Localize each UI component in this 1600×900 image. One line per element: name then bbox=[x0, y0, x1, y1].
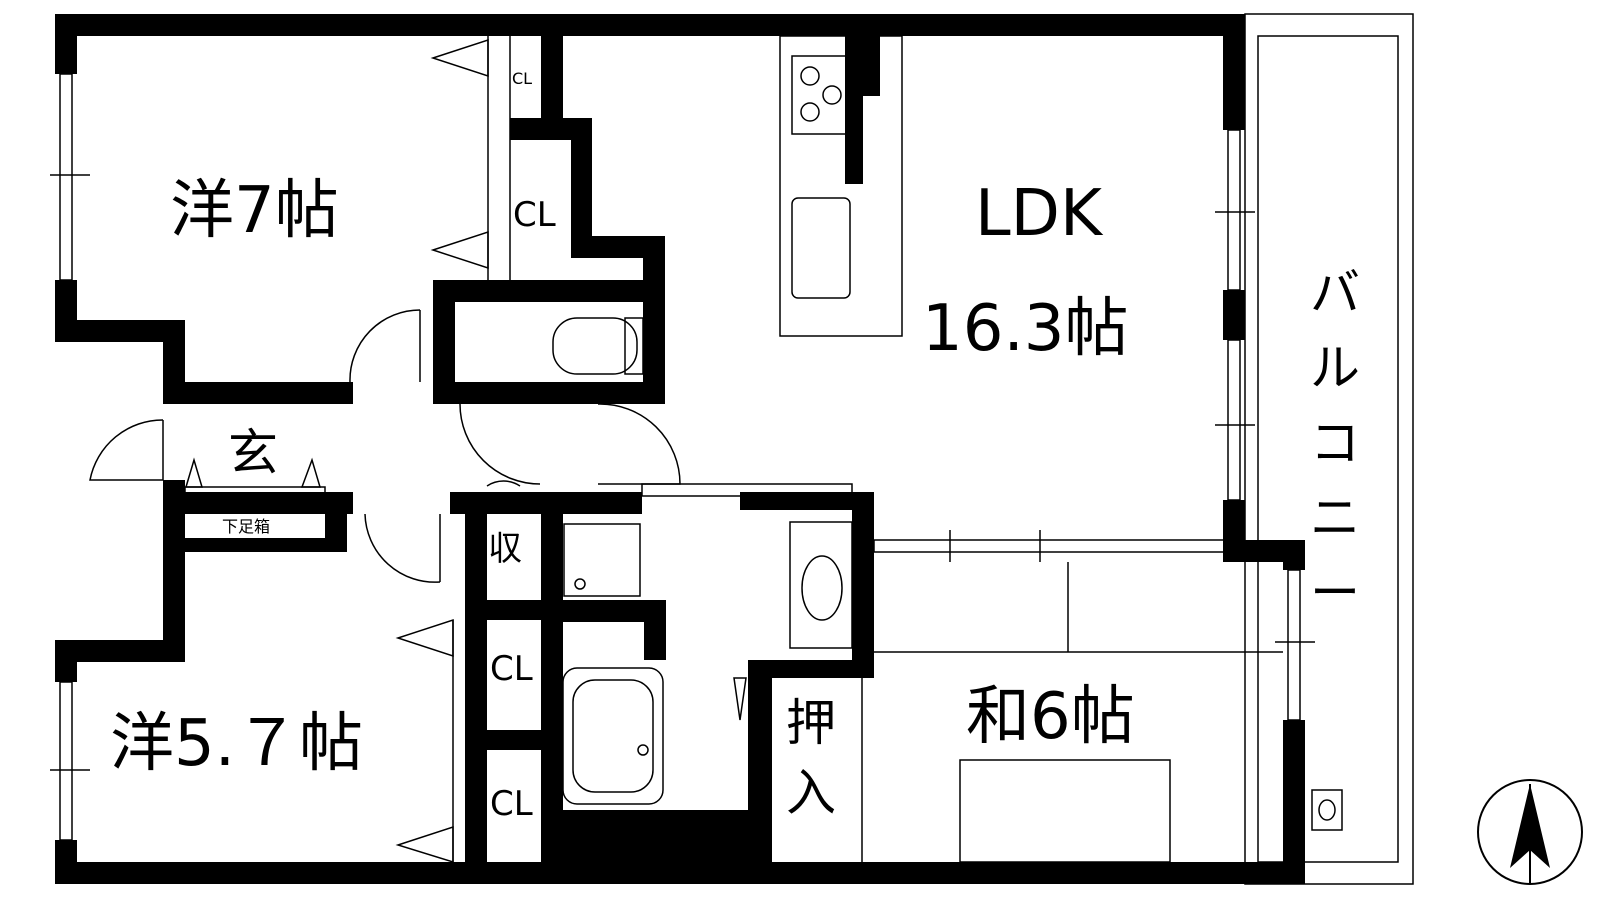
room-label-ldk-size: 16.3帖 bbox=[922, 292, 1129, 366]
closet-label-2: CL bbox=[490, 649, 533, 689]
balcony-label-2: ル bbox=[1310, 339, 1360, 397]
storage-label: 収 bbox=[488, 529, 522, 569]
room-label-japanese-6: 和6帖 bbox=[966, 680, 1135, 754]
room-label-western-7: 洋7帖 bbox=[170, 174, 339, 248]
oshiire-label-1: 押 bbox=[786, 694, 836, 752]
windows bbox=[50, 73, 1315, 841]
fixtures bbox=[89, 35, 1283, 864]
interior-walls bbox=[163, 14, 880, 884]
oshiire-label-2: 入 bbox=[786, 764, 836, 822]
balcony-label-1: バ bbox=[1310, 264, 1360, 322]
room-labels: 洋7帖 洋5.７帖 LDK 16.3帖 和6帖 玄 下足箱 収 CL CL CL… bbox=[110, 69, 1360, 824]
room-label-western-57: 洋5.７帖 bbox=[110, 707, 363, 781]
balcony-label-5: ー bbox=[1310, 564, 1360, 622]
walls bbox=[55, 14, 1305, 884]
closet-label-3: CL bbox=[490, 784, 533, 824]
closet-label-1: CL bbox=[513, 195, 556, 235]
balcony-label-3: コ bbox=[1310, 414, 1360, 472]
closet-small-label: CL bbox=[512, 69, 532, 88]
balcony bbox=[1244, 13, 1414, 885]
shoe-box-label: 下足箱 bbox=[222, 517, 270, 536]
balcony-label-4: ニ bbox=[1310, 489, 1360, 547]
room-label-entrance: 玄 bbox=[228, 424, 278, 482]
room-label-ldk: LDK bbox=[975, 177, 1104, 251]
north-arrow-icon bbox=[1477, 779, 1583, 885]
